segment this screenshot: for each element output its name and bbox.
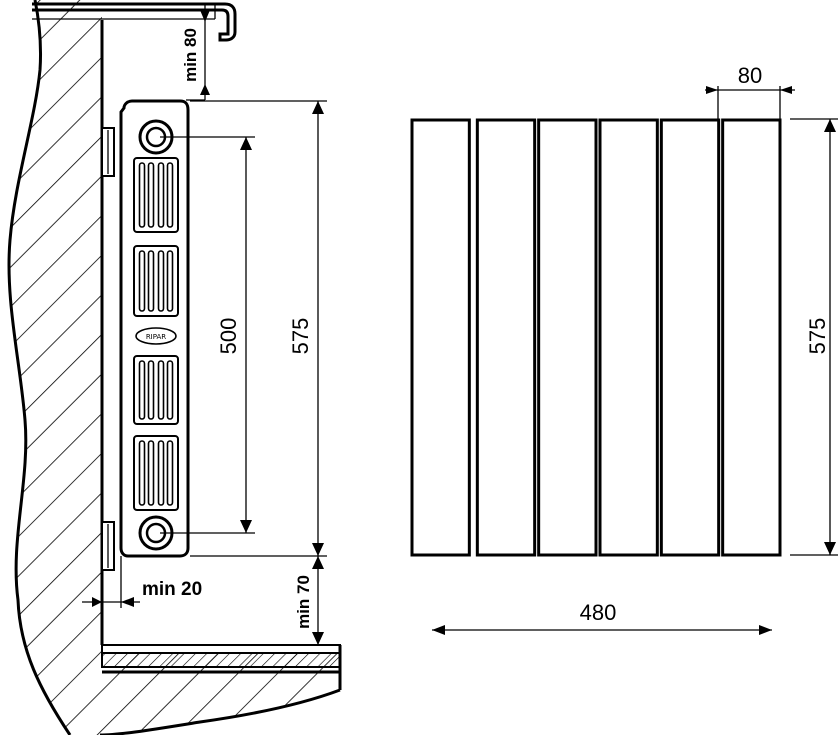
radiator-section bbox=[721, 118, 782, 557]
wall-bracket-bottom bbox=[101, 521, 115, 571]
fin-slot bbox=[138, 440, 146, 506]
fin-slot bbox=[166, 250, 174, 312]
dim-section-width-label: 80 bbox=[738, 63, 762, 88]
radiator-section bbox=[598, 118, 659, 557]
fin-slot bbox=[138, 250, 146, 312]
fin-slot bbox=[166, 360, 174, 420]
fin-slot bbox=[166, 440, 174, 506]
dim-wall-gap-label: min 20 bbox=[142, 579, 202, 600]
ripar-logo bbox=[135, 327, 177, 345]
fin-slot bbox=[147, 162, 155, 228]
radiator-section bbox=[410, 118, 471, 557]
dim-height-front: 575 bbox=[790, 118, 838, 556]
floor bbox=[101, 644, 342, 690]
dim-pipe-center: 500 bbox=[160, 136, 255, 534]
dim-top-gap: min 80 bbox=[181, 4, 210, 101]
dim-section-width: 80 bbox=[705, 63, 795, 120]
dim-total-width-label: 480 bbox=[580, 600, 617, 625]
radiator-section bbox=[659, 118, 721, 557]
dim-floor-gap-label: min 70 bbox=[294, 575, 313, 629]
fin-slot bbox=[147, 250, 155, 312]
fin-slot bbox=[147, 360, 155, 420]
fin-slot bbox=[157, 440, 165, 506]
fin-slot bbox=[157, 162, 165, 228]
dim-height-side: 575 bbox=[190, 100, 327, 557]
radiator-section bbox=[537, 118, 598, 557]
radiator-fins bbox=[133, 157, 179, 511]
window-sill bbox=[32, 2, 237, 42]
radiator-side-profile: RIPAR bbox=[119, 99, 190, 558]
dim-wall-gap: min 20 bbox=[82, 556, 202, 608]
side-view: RIPAR min 80 500 575 bbox=[7, 0, 342, 735]
fin-slot bbox=[166, 162, 174, 228]
logo-text: RIPAR bbox=[146, 333, 166, 341]
dim-floor-gap: min 70 bbox=[294, 556, 324, 645]
fin-slot bbox=[138, 162, 146, 228]
dim-height-front-label: 575 bbox=[805, 318, 830, 355]
dim-height-side-label: 575 bbox=[288, 318, 313, 355]
radiator-sections bbox=[410, 118, 782, 557]
fin-slot bbox=[147, 440, 155, 506]
wall-bracket-top bbox=[101, 127, 115, 177]
front-view: 80 575 480 bbox=[410, 63, 838, 635]
dim-pipe-center-label: 500 bbox=[216, 318, 241, 355]
fin-slot bbox=[138, 360, 146, 420]
dim-top-gap-label: min 80 bbox=[181, 28, 200, 82]
fin-slot bbox=[157, 360, 165, 420]
dim-total-width: 480 bbox=[432, 600, 772, 635]
radiator-section bbox=[475, 118, 537, 557]
wall-section bbox=[8, 0, 340, 735]
fin-slot bbox=[157, 250, 165, 312]
